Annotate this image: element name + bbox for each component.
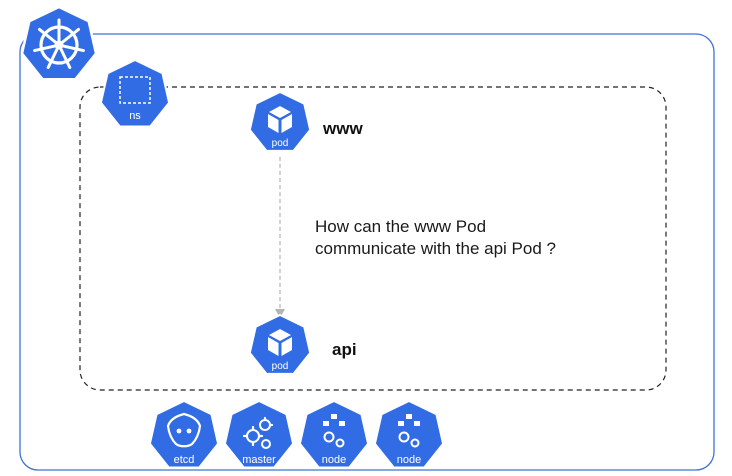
cluster-frame <box>19 33 715 471</box>
namespace-label: ns <box>129 110 141 122</box>
namespace-icon: ns <box>99 58 171 128</box>
www-pod-icon-label: pod <box>272 138 289 149</box>
question-line-2: communicate with the api Pod ? <box>315 239 556 258</box>
api-pod-icon-label: pod <box>272 361 289 372</box>
question-line-1: How can the www Pod <box>315 217 486 236</box>
master-icon: master <box>223 399 295 469</box>
kubernetes-helm-wheel-icon <box>20 5 98 81</box>
arrow-head <box>275 309 285 318</box>
master-label: master <box>242 454 276 466</box>
namespace-frame <box>79 86 667 391</box>
etcd-icon: etcd <box>148 399 220 469</box>
www-pod-icon: pod <box>248 90 312 152</box>
node-label-2: node <box>397 454 421 466</box>
www-pod-name: www <box>322 119 363 138</box>
api-pod-icon: pod <box>248 313 312 375</box>
node-icon: node <box>373 399 445 469</box>
node-label-1: node <box>322 454 346 466</box>
node-icon: node <box>298 399 370 469</box>
api-pod-name: api <box>332 340 357 359</box>
etcd-label: etcd <box>174 454 195 466</box>
